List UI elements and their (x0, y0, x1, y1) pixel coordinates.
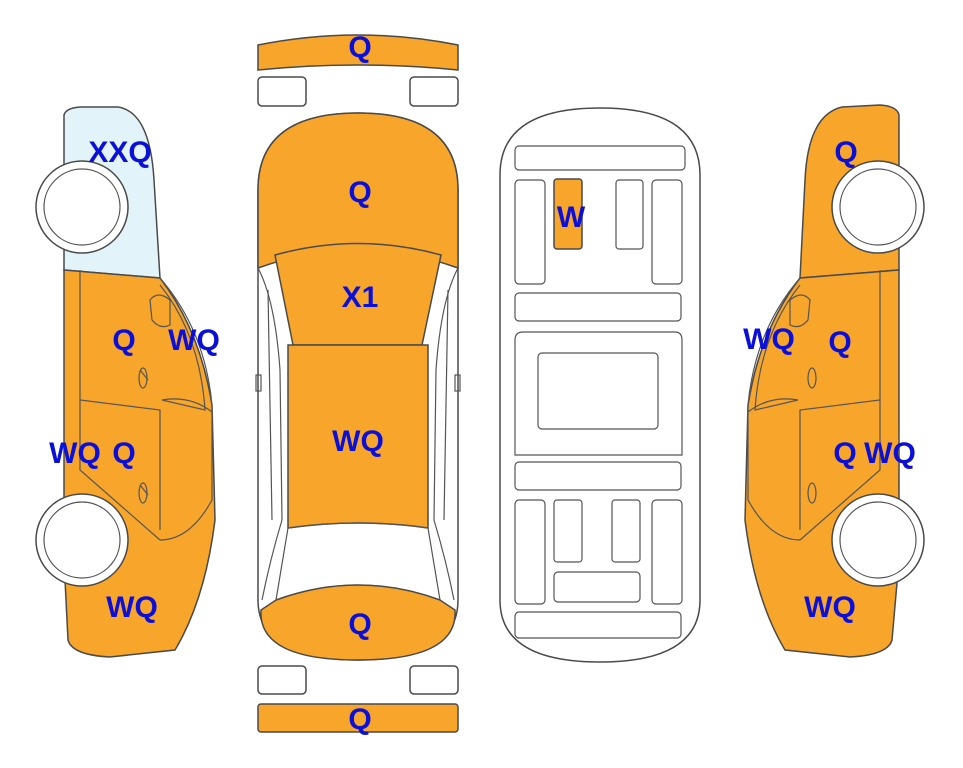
interior-view (499, 107, 701, 663)
left-rear-wheel (35, 493, 129, 587)
right-side-view (744, 104, 925, 658)
left-front-wheel (35, 160, 129, 254)
label-right-mirror: WQ (743, 323, 795, 356)
top-exterior-view (255, 34, 461, 733)
label-roof: WQ (332, 425, 384, 458)
label-left-rear: WQ (106, 591, 158, 624)
interior-damaged-part (553, 178, 583, 250)
label-left-sill: WQ (49, 437, 101, 470)
label-left-rear-door: Q (112, 437, 135, 470)
label-trunk: Q (348, 608, 371, 641)
right-headlight (409, 76, 459, 107)
label-right-rear: WQ (804, 591, 856, 624)
label-right-rear-door: Q (833, 437, 856, 470)
front-bumper-panel (257, 34, 459, 71)
label-right-top: Q (834, 136, 857, 169)
left-taillight (257, 665, 307, 695)
label-left-glass: XXQ (88, 136, 151, 169)
left-headlight (257, 76, 307, 107)
left-side-view (35, 106, 216, 658)
label-windshield: X1 (342, 281, 379, 314)
label-hood: Q (348, 176, 371, 209)
interior-outline (499, 107, 701, 663)
right-front-wheel (831, 160, 925, 254)
label-left-mirror: WQ (168, 324, 220, 357)
label-right-front-door: Q (828, 326, 851, 359)
trunk-panel (260, 584, 456, 661)
label-left-front-door: Q (112, 324, 135, 357)
label-right-sill: WQ (864, 437, 916, 470)
right-rear-wheel (831, 493, 925, 587)
windshield-panel (274, 242, 442, 346)
rear-bumper-panel (257, 703, 459, 733)
label-interior-part: W (557, 201, 586, 234)
right-taillight (409, 665, 459, 695)
label-rear-bumper: Q (348, 703, 371, 736)
label-front-bumper: Q (348, 31, 371, 64)
